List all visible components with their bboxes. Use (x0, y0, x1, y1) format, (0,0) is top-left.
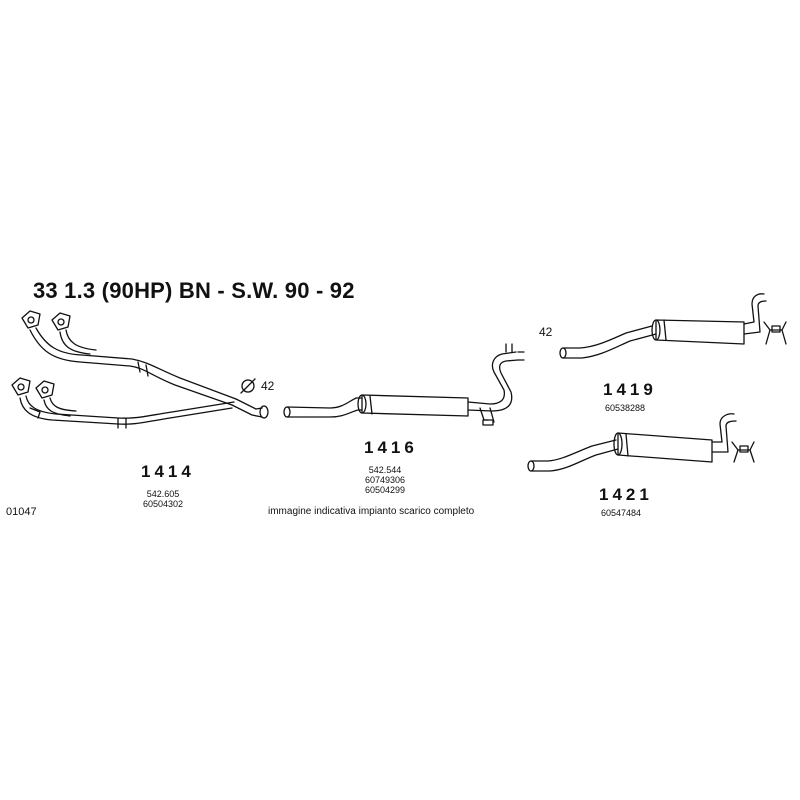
part-code: 60504299 (364, 485, 406, 495)
part-code: 60749306 (364, 475, 406, 485)
flange-icon (22, 311, 40, 328)
part-1414-drawing (12, 311, 268, 428)
part-codes-1416: 542.544 60749306 60504299 (360, 465, 410, 495)
caption: immagine indicativa impianto scarico com… (268, 506, 475, 517)
part-number-1414: 1414 (141, 462, 195, 481)
diameter-label-1416: 42 (539, 325, 553, 339)
part-number-1419: 1419 (603, 380, 657, 399)
part-codes-1421: 60547484 (596, 508, 646, 518)
part-number-1416: 1416 (364, 438, 418, 457)
part-code: 542.544 (368, 465, 402, 475)
flange-icon (12, 378, 30, 395)
part-code: 60547484 (600, 508, 642, 518)
part-codes-1419: 60538288 (600, 403, 650, 413)
flange-icon (52, 313, 70, 330)
drawing-code: 01047 (6, 506, 37, 518)
part-code: 542.605 (146, 489, 180, 499)
page-title: 33 1.3 (90HP) BN - S.W. 90 - 92 (33, 278, 355, 303)
part-1421-drawing (528, 414, 754, 471)
diameter-icon (242, 380, 254, 392)
part-1416-drawing (284, 344, 524, 425)
part-code: 60538288 (604, 403, 646, 413)
part-codes-1414: 542.605 60504302 (138, 489, 188, 509)
diameter-label-1414: 42 (261, 379, 275, 393)
part-number-1421: 1421 (599, 485, 653, 504)
part-code: 60504302 (142, 499, 184, 509)
part-1419-drawing (560, 294, 786, 358)
flange-icon (36, 381, 54, 398)
